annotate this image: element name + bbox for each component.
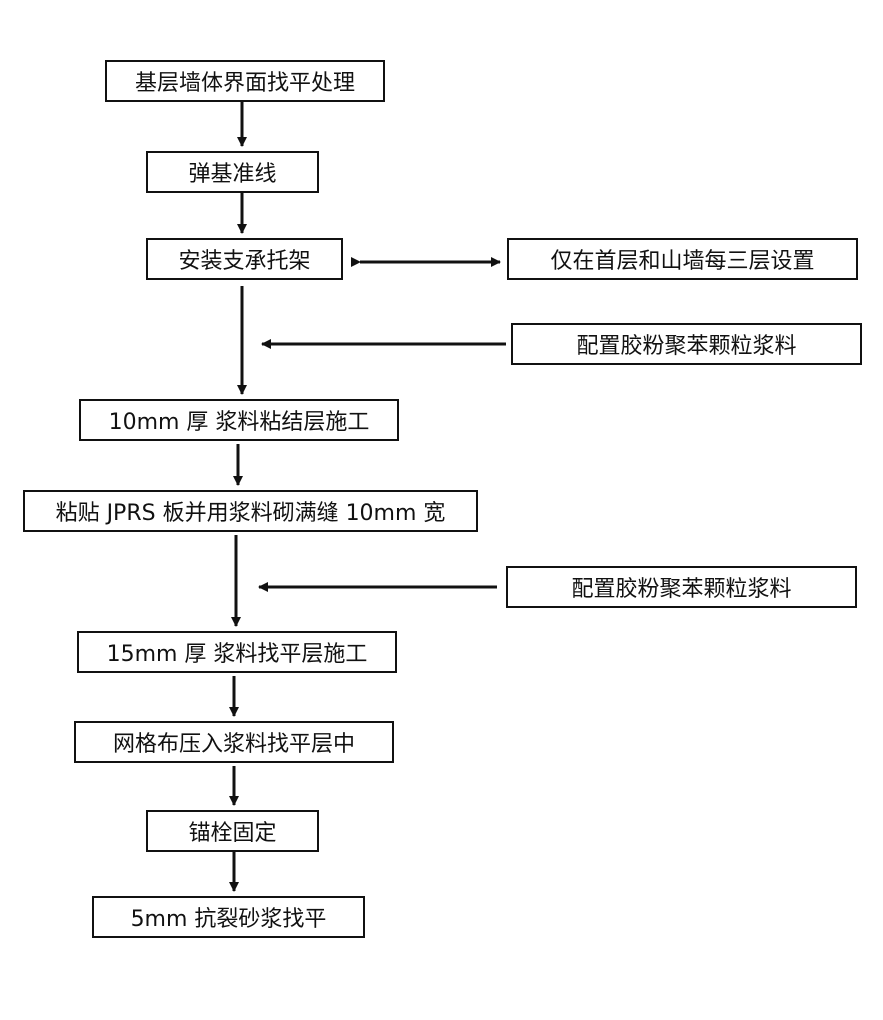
step-leveling-layer: 15mm 厚 浆料找平层施工	[77, 631, 397, 673]
side-note-prepare-mortar-2: 配置胶粉聚苯颗粒浆料	[506, 566, 857, 608]
step-wall-leveling: 基层墙体界面找平处理	[105, 60, 385, 102]
step-anchor-fixing: 锚栓固定	[146, 810, 319, 852]
step-install-support-bracket: 安装支承托架	[146, 238, 343, 280]
step-paste-jprs-board: 粘贴 JPRS 板并用浆料砌满缝 10mm 宽	[23, 490, 478, 532]
side-note-bracket-location: 仅在首层和山墙每三层设置	[507, 238, 858, 280]
step-mesh-embed: 网格布压入浆料找平层中	[74, 721, 394, 763]
step-bonding-layer: 10mm 厚 浆料粘结层施工	[79, 399, 399, 441]
step-anti-crack-mortar: 5mm 抗裂砂浆找平	[92, 896, 365, 938]
side-note-prepare-mortar-1: 配置胶粉聚苯颗粒浆料	[511, 323, 862, 365]
step-snap-baseline: 弹基准线	[146, 151, 319, 193]
